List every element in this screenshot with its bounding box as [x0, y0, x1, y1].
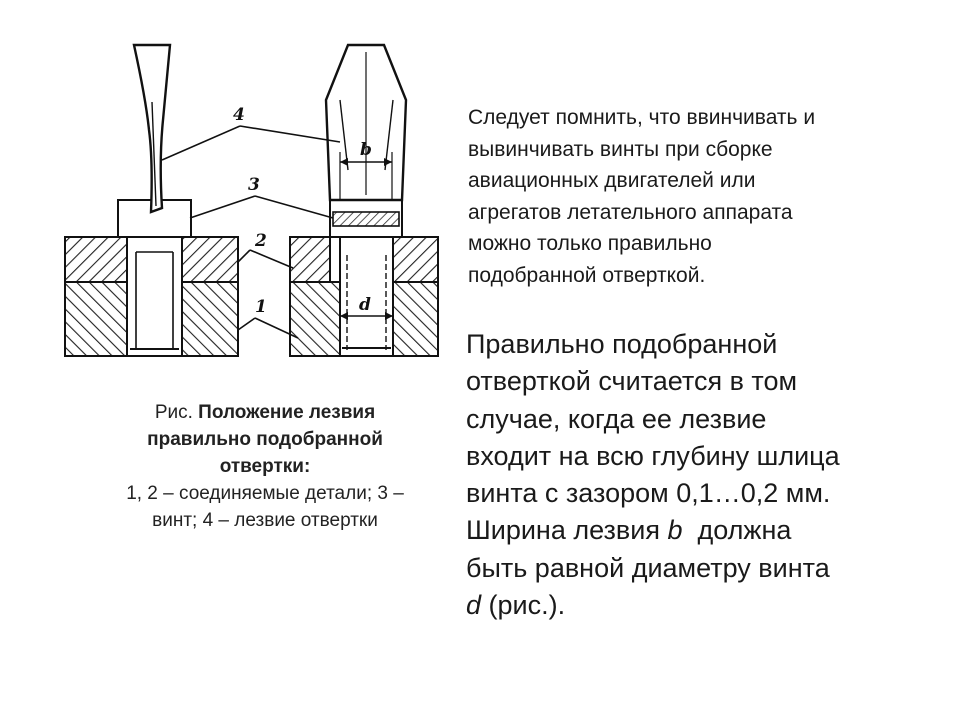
main-line: отверткой считается в том [466, 366, 798, 397]
right-part1-plate-left [289, 281, 341, 357]
right-part2-plate-right [392, 236, 439, 283]
figure-caption: Рис. Положение лезвия правильно подобран… [70, 400, 460, 535]
main-paragraph: Правильно подобранной отверткой считаетс… [466, 326, 936, 624]
right-part1-plate-right [392, 281, 439, 357]
left-part2-plate-left [64, 236, 128, 283]
intro-line: можно только правильно [468, 232, 712, 255]
main-line-blade-width: Ширина лезвия b должна [466, 512, 936, 549]
right-screw-slot-band [332, 211, 400, 227]
left-part1-plate-right [181, 281, 239, 357]
left-part2-plate-right [181, 236, 239, 283]
caption-legend-line1: 1, 2 – соединяемые детали; 3 – [126, 482, 404, 504]
symbol-d: d [466, 589, 482, 620]
main-line-part: должна [682, 515, 792, 546]
main-line-diameter: d (рис.). [466, 587, 936, 624]
label-1: 1 [255, 297, 267, 317]
left-assembly [64, 43, 239, 357]
main-line: входит на всю глубину шлица [466, 440, 840, 471]
intro-paragraph: Следует помнить, что ввинчивать и вывинч… [468, 102, 928, 291]
main-line: Правильно подобранной [466, 329, 778, 359]
symbol-b: b [667, 515, 683, 546]
main-line: винта с зазором 0,1…0,2 мм. [466, 478, 831, 508]
label-4: 4 [233, 105, 245, 125]
intro-line: вывинчивать винты при сборке [468, 137, 773, 161]
caption-legend-line2: винт; 4 – лезвие отвертки [152, 509, 378, 531]
caption-title-line1: Положение лезвия [198, 402, 376, 423]
intro-line: подобранной отверткой. [468, 263, 706, 287]
label-3: 3 [248, 175, 260, 195]
main-line-part: (рис.). [481, 589, 566, 620]
label-d: d [359, 295, 371, 315]
screwdriver-diagram: 4 3 2 1 b d [50, 40, 450, 370]
right-assembly [289, 43, 439, 357]
main-line: быть равной диаметру винта [466, 552, 830, 583]
main-line-part: Ширина лезвия [466, 515, 668, 546]
right-part2-plate-left [289, 236, 331, 283]
label-2: 2 [254, 231, 267, 251]
left-part1-plate-left [64, 281, 128, 357]
label-b: b [360, 140, 372, 160]
intro-line: Следует помнить, что ввинчивать и [468, 106, 816, 129]
intro-line: авиационных двигателей или [468, 169, 756, 192]
leader-lines [161, 125, 341, 339]
caption-title-line3: отвертки: [219, 455, 311, 477]
caption-title-line2: правильно подобранной [147, 428, 383, 450]
main-line: случае, когда ее лезвие [466, 403, 767, 434]
caption-prefix: Рис. [154, 402, 199, 423]
intro-line: агрегатов летательного аппарата [468, 200, 793, 224]
right-screw-shank [339, 236, 394, 357]
left-screwdriver-blade [132, 43, 172, 214]
